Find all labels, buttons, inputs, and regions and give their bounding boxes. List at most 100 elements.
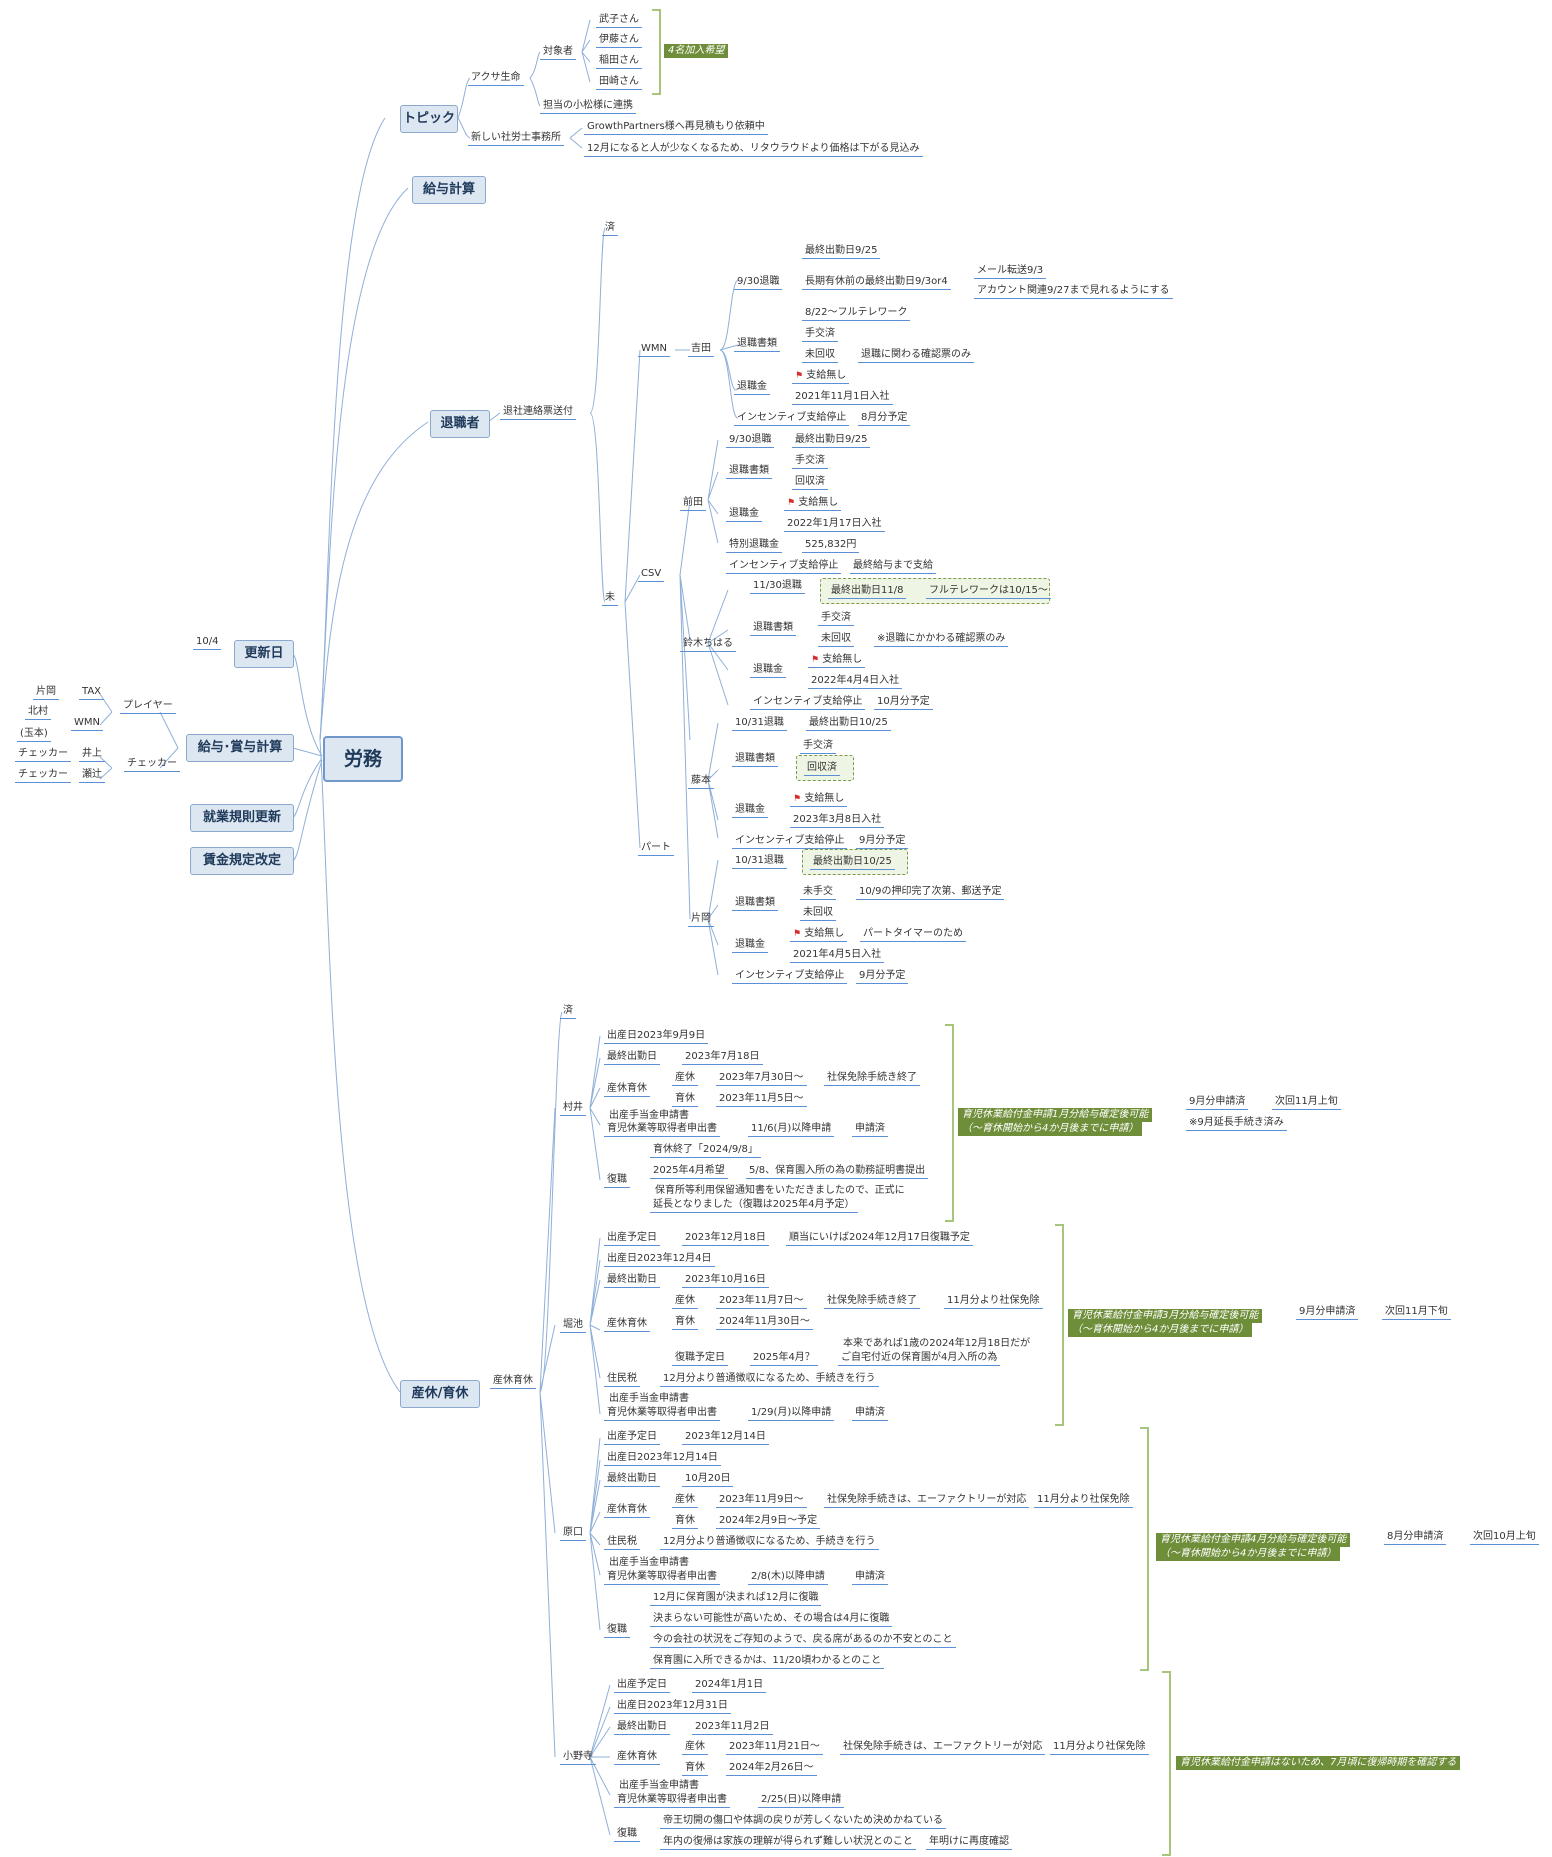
horiike-tag-next-1[interactable]: 9月分申請済 [1296,1306,1359,1320]
onodera-due[interactable]: 2024年1月1日 [692,1679,767,1693]
yoshida-uncollected[interactable]: 未回収 [802,349,838,363]
suzuki-tele[interactable]: フルテレワークは10/15〜 [926,585,1051,599]
horiike-mat-note-2[interactable]: 11月分より社保免除 [944,1295,1043,1309]
onodera-return-1[interactable]: 帝王切開の傷口や体調の戻りが芳しくないため決めかねている [660,1815,946,1829]
murai-return-4b[interactable]: 延長となりました（復職は2025年4月予定） [650,1199,858,1213]
horiike-app1[interactable]: 出産手当金申請書 [609,1393,689,1404]
yoshida-mail[interactable]: メール転送9/3 [974,265,1047,279]
kataoka-docs[interactable]: 退職書類 [732,897,778,911]
horiike-ret-note-b[interactable]: ご自宅付近の保育園が4月入所の為 [838,1352,1001,1366]
murai-return-1[interactable]: 育休終了「2024/9/8」 [650,1144,761,1158]
retiree-notyet[interactable]: 未 [602,592,618,606]
topic-target[interactable]: 対象者 [540,46,576,60]
onodera-return[interactable]: 復職 [614,1828,640,1842]
suzuki-1130[interactable]: 11/30退職 [750,580,805,594]
haraguchi-return-2[interactable]: 決まらない可能性が高いため、その場合は4月に復職 [650,1613,893,1627]
haraguchi-leave[interactable]: 産休育休 [604,1504,650,1518]
murai-tag-1[interactable]: 育児休業給付金申請1月分給与確定後可能 [958,1108,1153,1122]
haraguchi-child-date[interactable]: 2024年2月9日〜予定 [716,1515,821,1529]
maeda-allowance[interactable]: 退職金 [726,508,762,522]
murai-app-date[interactable]: 11/6(月)以降申請 [748,1123,835,1137]
suzuki-uncollected[interactable]: 未回収 [818,633,854,647]
suzuki-incentive[interactable]: インセンティブ支給停止 [750,696,866,710]
suzuki-handed[interactable]: 手交済 [818,612,854,626]
root-node[interactable]: 労務 [323,736,403,782]
yoshida-last[interactable]: 最終出勤日9/25 [802,245,881,259]
murai-app2[interactable]: 育児休業等取得者申出書 [604,1123,720,1137]
maternity-label[interactable]: 産休育休 [490,1375,536,1389]
topic-name-3[interactable]: 稲田さん [596,55,642,69]
horiike-mat-date[interactable]: 2023年11月7日〜 [716,1295,807,1309]
haraguchi-tax-label[interactable]: 住民税 [604,1536,640,1550]
topic-new-office[interactable]: 新しい社労士事務所 [468,132,564,146]
kataoka-incentive[interactable]: インセンティブ支給停止 [732,970,848,984]
murai-return[interactable]: 復職 [604,1174,630,1188]
fujimoto-inc-value[interactable]: 9月分予定 [856,835,909,849]
haraguchi-mat-date[interactable]: 2023年11月9日〜 [716,1494,807,1508]
fujimoto-incentive[interactable]: インセンティブ支給停止 [732,835,848,849]
fujimoto-allowance[interactable]: 退職金 [732,804,768,818]
haraguchi-child[interactable]: 育休 [672,1515,698,1529]
kataoka-nopay[interactable]: ⚑ 支給無し [790,928,848,942]
player-2-team[interactable]: WMN [71,717,103,731]
maeda-special[interactable]: 特別退職金 [726,539,782,553]
fujimoto-nopay[interactable]: ⚑ 支給無し [790,793,848,807]
horiike-app-date[interactable]: 1/29(月)以降申請 [748,1407,835,1421]
yoshida-allowance[interactable]: 退職金 [734,381,770,395]
topic-name-2[interactable]: 伊藤さん [596,34,642,48]
kataoka-unhand[interactable]: 未手交 [800,886,836,900]
onodera-child[interactable]: 育休 [682,1762,708,1776]
horiike-tax-label[interactable]: 住民税 [604,1373,640,1387]
onodera-child-date[interactable]: 2024年2月26日〜 [726,1762,817,1776]
checker-2-name[interactable]: 瀬辻 [79,769,105,783]
branch-rules-update[interactable]: 就業規則更新 [190,804,294,832]
maeda-name[interactable]: 前田 [680,497,706,511]
haraguchi-return-1[interactable]: 12月に保育園が決まれば12月に復職 [650,1592,822,1606]
maeda-last[interactable]: 最終出勤日9/25 [792,434,871,448]
suzuki-allowance[interactable]: 退職金 [750,664,786,678]
horiike-tax[interactable]: 12月分より普通徴収になるため、手続きを行う [660,1373,879,1387]
topic-aflac[interactable]: アクサ生命 [468,72,524,86]
checker-1-name[interactable]: 井上 [79,748,105,762]
fujimoto-docs[interactable]: 退職書類 [732,753,778,767]
onodera-lastlabel[interactable]: 最終出勤日 [614,1721,670,1735]
murai-lastlabel[interactable]: 最終出勤日 [604,1051,660,1065]
suzuki-nopay[interactable]: ⚑ 支給無し [808,654,866,668]
branch-topic[interactable]: トピック [400,105,458,133]
player-2-sub[interactable]: (玉本) [17,728,51,742]
kataoka-parttimer[interactable]: パートタイマーのため [860,928,966,942]
horiike-ret-note-a[interactable]: 本来であれば1歳の2024年12月18日だが [843,1338,1031,1349]
fujimoto-1031[interactable]: 10/31退職 [732,717,787,731]
haraguchi-tag-1[interactable]: 育児休業給付金申請4月分給与確定後可能 [1156,1533,1351,1547]
horiike-mat[interactable]: 産休 [672,1295,698,1309]
horiike-birth[interactable]: 出産日2023年12月4日 [604,1253,715,1267]
murai-tag-next-1[interactable]: 9月分申請済 [1186,1096,1249,1110]
haraguchi-tag-next-1[interactable]: 8月分申請済 [1384,1531,1447,1545]
topic-name-4[interactable]: 田崎さん [596,76,642,90]
yoshida-822[interactable]: 8/22〜フルテレワーク [802,307,911,321]
haraguchi-mat[interactable]: 産休 [672,1494,698,1508]
topic-gp[interactable]: GrowthPartners様へ再見積もり依頼中 [584,121,768,135]
horiike-tag-1[interactable]: 育児休業給付金申請3月分給与確定後可能 [1068,1309,1263,1323]
fujimoto-name[interactable]: 藤本 [688,775,714,789]
yoshida-930[interactable]: 9/30退職 [734,276,783,290]
haraguchi-mat-note-2[interactable]: 11月分より社保免除 [1034,1494,1133,1508]
murai-name[interactable]: 村井 [560,1102,586,1116]
onodera-name[interactable]: 小野寺 [560,1751,596,1765]
maeda-docs[interactable]: 退職書類 [726,465,772,479]
yoshida-account[interactable]: アカウント関連9/27まで見れるようにする [974,285,1173,299]
haraguchi-name[interactable]: 原口 [560,1527,586,1541]
horiike-app2[interactable]: 育児休業等取得者申出書 [604,1407,720,1421]
maeda-join[interactable]: 2022年1月17日入社 [784,518,885,532]
horiike-name[interactable]: 堀池 [560,1319,586,1333]
horiike-lastlabel[interactable]: 最終出勤日 [604,1274,660,1288]
kataoka-docnote[interactable]: 10/9の押印完了次第、郵送予定 [856,886,1005,900]
murai-mat-note[interactable]: 社保免除手続き終了 [824,1072,920,1086]
branch-update-date[interactable]: 更新日 [234,640,294,668]
suzuki-join[interactable]: 2022年4月4日入社 [808,675,903,689]
onodera-leave[interactable]: 産休育休 [614,1751,660,1765]
retiree-done[interactable]: 済 [602,222,618,236]
retiree-wmn[interactable]: WMN [638,343,670,357]
suzuki-docnote[interactable]: ※退職にかかわる確認票のみ [874,633,1009,647]
kataoka-inc-value[interactable]: 9月分予定 [856,970,909,984]
